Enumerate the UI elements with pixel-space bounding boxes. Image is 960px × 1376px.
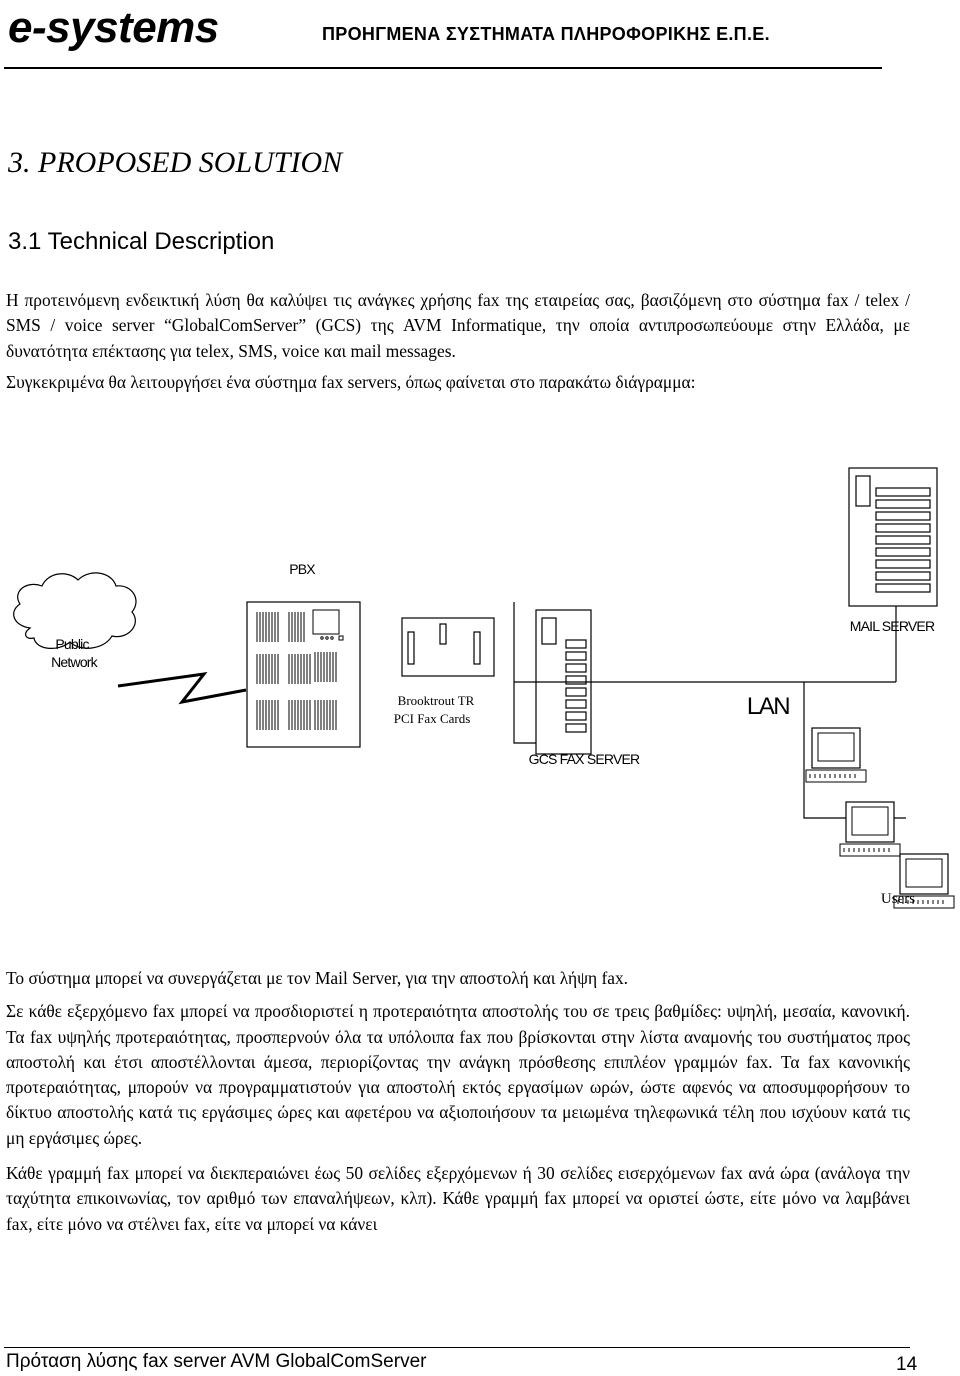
lightning-link-icon xyxy=(117,672,247,705)
public-network-label-line1: Public xyxy=(55,636,89,652)
pbx-label: PBX xyxy=(289,561,316,577)
gcs-fax-server-label: GCS FAX SERVER xyxy=(529,751,640,767)
paragraph-diagram-lead: Συγκεκριμένα θα λειτουργήσει ένα σύστημα… xyxy=(6,371,696,392)
footer-text: Πρόταση λύσης fax server AVM GlobalComSe… xyxy=(6,1351,427,1372)
fax-cards-label-line1: Brooktrout TR xyxy=(398,693,475,708)
intro-text: Η προτεινόμενη ενδεικτική λύση θα καλύψε… xyxy=(6,288,910,395)
mail-server-tower xyxy=(848,467,938,607)
lan-label: LAN xyxy=(747,693,789,720)
page-number: 14 xyxy=(896,1354,918,1375)
footer-divider xyxy=(4,1347,910,1348)
network-diagram: Public Network PBX Brooktrout TR PCI Fax… xyxy=(13,467,955,909)
users-label: Users xyxy=(881,891,915,907)
body-text: Το σύστημα μπορεί να συνεργάζεται με τον… xyxy=(6,966,910,1237)
cloud-icon xyxy=(13,572,137,649)
mail-server-label: MAIL SERVER xyxy=(850,618,935,634)
company-subtitle: ΠΡΟΗΓΜΕΝΑ ΣΥΣΤΗΜΑΤΑ ΠΛΗΡΟΦΟΡΙΚΗΣ Ε.Π.Ε. xyxy=(322,24,770,44)
user-workstations xyxy=(805,727,955,909)
paragraph-intro: Η προτεινόμενη ενδεικτική λύση θα καλύψε… xyxy=(6,290,910,361)
header-divider xyxy=(4,67,882,69)
public-network-label-line2: Network xyxy=(51,654,99,670)
paragraph-mail-server: Το σύστημα μπορεί να συνεργάζεται με τον… xyxy=(6,968,629,988)
fax-cards-label-line2: PCI Fax Cards xyxy=(394,711,471,726)
pbx-unit xyxy=(246,601,361,748)
fax-card-icon xyxy=(401,617,495,677)
brand-logo-text: e-systems xyxy=(8,3,219,52)
paragraph-priority: Σε κάθε εξερχόμενο fax μπορεί να προσδιο… xyxy=(6,1001,910,1148)
subsection-title: 3.1 Technical Description xyxy=(8,228,275,255)
section-title: 3. PROPOSED SOLUTION xyxy=(8,146,343,179)
paragraph-capacity: Κάθε γραμμή fax μπορεί να διεκπεραιώνει … xyxy=(6,1163,910,1234)
